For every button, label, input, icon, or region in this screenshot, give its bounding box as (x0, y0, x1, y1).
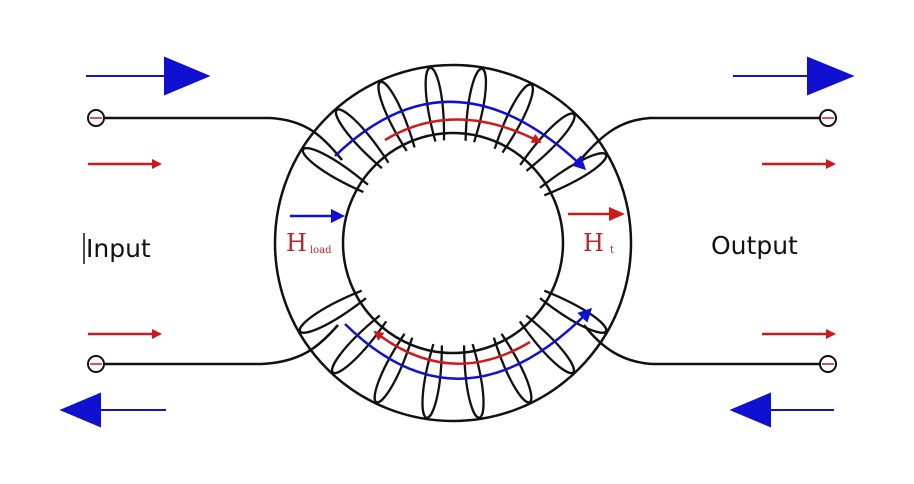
input-terminals (87, 109, 343, 373)
h-t-main: H (583, 229, 604, 257)
h-t-subscript: t (610, 245, 614, 256)
input-terminal-top (87, 109, 105, 127)
coil-loop (539, 152, 608, 197)
coil-loop (539, 289, 608, 334)
output-lead-top (581, 116, 820, 159)
coil-loop (464, 67, 488, 143)
coil-loop (518, 314, 576, 375)
coil-loop (298, 289, 367, 334)
input-label: Input (86, 234, 151, 263)
field-arrows (290, 207, 625, 223)
red-flux-arc-top (384, 118, 542, 144)
blue-flux-arc-bottom (344, 307, 593, 380)
coil-loop (334, 108, 390, 170)
toroid-core (273, 63, 633, 423)
coil-loop (301, 147, 369, 194)
input-lead-top (104, 116, 343, 161)
input-bottom-blue-arrow (59, 392, 166, 428)
input-lead-bottom (104, 324, 339, 366)
coil-loop (462, 343, 485, 419)
core-outer-ring (273, 63, 633, 423)
h-load-subscript: load (310, 245, 332, 256)
top-winding-coil (301, 66, 608, 197)
coil-loop (493, 83, 534, 154)
current-arrows (59, 56, 855, 428)
output-top-blue-arrow (733, 56, 855, 96)
output-terminals (581, 109, 837, 373)
coil-loop (373, 333, 414, 404)
core-inner-ring (341, 131, 565, 355)
h-load-main: H (286, 229, 307, 257)
output-label: Output (711, 231, 798, 260)
coil-loop (492, 333, 533, 404)
flux-arrows (334, 100, 593, 380)
coil-loop (330, 314, 388, 375)
input-terminal-bottom (87, 355, 105, 373)
output-terminal-bottom (819, 355, 837, 373)
output-terminal-top (819, 109, 837, 127)
coil-loop (377, 80, 416, 152)
output-bottom-blue-arrow (729, 392, 834, 428)
red-flux-arc-bottom (373, 330, 531, 365)
coil-loop (421, 343, 444, 419)
blue-flux-arc-top (334, 100, 587, 171)
input-top-blue-arrow (86, 56, 211, 96)
coil-loop (424, 66, 446, 142)
output-lead-bottom (583, 324, 820, 366)
